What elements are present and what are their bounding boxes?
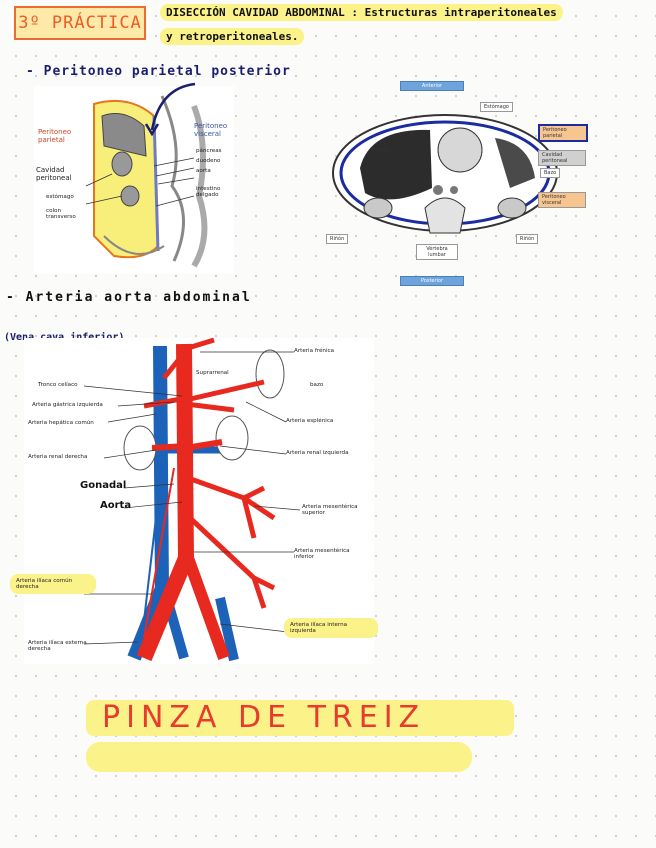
empty-highlight-bar xyxy=(86,742,472,772)
dissection-title-line1: DISECCIÓN CAVIDAD ABDOMINAL : Estructura… xyxy=(160,4,563,21)
section1-heading: - Peritoneo parietal posterior xyxy=(26,64,291,79)
label-higado: Hígado xyxy=(368,146,392,154)
label-vertebra-lumbar: Vértebra lumbar xyxy=(416,244,458,260)
label-peritoneo-visceral-section: Peritoneo visceral xyxy=(538,192,586,208)
sagittal-peritoneum-figure: Peritoneo parietal Cavidad peritoneal es… xyxy=(34,86,234,274)
label-arteria-iliaca-externa-derecha: Arteria ilíaca externa derecha xyxy=(28,640,108,652)
pinza-de-treiz-title: PINZA DE TREIZ xyxy=(102,700,425,735)
label-arteria-iliaca-comun-derecha: Arteria ilíaca común derecha xyxy=(10,574,96,594)
practice-title-box: 3º PRÁCTICA xyxy=(14,6,146,40)
label-posterior: Posterior xyxy=(400,276,464,286)
label-cavidad-peritoneal: Cavidad peritoneal xyxy=(36,166,88,182)
label-peritoneo-visceral: Peritoneo visceral xyxy=(194,122,234,138)
label-bazo-section: Bazo xyxy=(540,168,560,178)
curved-arrow-icon xyxy=(140,80,200,140)
label-rinon-izquierdo: Riñón xyxy=(326,234,348,244)
label-estomago: estómago xyxy=(46,194,74,200)
label-aorta: Aorta xyxy=(100,500,131,511)
label-peritoneo-parietal-section: Peritoneo parietal xyxy=(538,124,588,142)
section2-heading: - Arteria aorta abdominal xyxy=(6,290,252,305)
label-arteria-mesenterica-superior: Arteria mesentérica superior xyxy=(302,504,374,516)
label-pancreas: páncreas xyxy=(196,148,222,154)
label-arteria-renal-izquierda: Arteria renal izquierda xyxy=(286,450,349,456)
label-arteria-esplenica: Arteria esplénica xyxy=(286,418,333,424)
label-bazo: bazo xyxy=(310,382,323,388)
label-peritoneo-parietal: Peritoneo parietal xyxy=(38,128,88,144)
label-arteria-frenica: Arteria frénica xyxy=(294,348,334,354)
dissection-title-line2: y retroperitoneales. xyxy=(160,28,304,45)
label-arteria-iliaca-interna-izquierda: Arteria ilíaca interna izquierda xyxy=(284,618,378,638)
label-rinon-derecho: Riñón xyxy=(516,234,538,244)
label-colon-transverso: colon transverso xyxy=(46,208,86,220)
label-tronco-celiaco: Tronco celíaco xyxy=(38,382,78,388)
label-arteria-renal-derecha: Arteria renal derecha xyxy=(28,454,87,460)
label-intestino-delgado: intestino delgado xyxy=(196,186,232,198)
label-arteria-gastrica-izquierda: Arteria gástrica izquierda xyxy=(32,402,103,408)
label-suprarrenal: Suprarrenal xyxy=(196,370,229,376)
label-aorta-sagittal: aorta xyxy=(196,168,211,174)
label-arteria-mesenterica-inferior: Arteria mesentérica inferior xyxy=(294,548,366,560)
label-duodeno: duodeno xyxy=(196,158,220,164)
label-arteria-hepatica-comun: Arteria hepática común xyxy=(28,420,94,426)
label-gonadal: Gonadal xyxy=(80,480,126,491)
cross-section-figure: Anterior Estómago Hígado Peritoneo parie… xyxy=(320,78,590,288)
practice-label: 3º PRÁCTICA xyxy=(18,13,142,33)
aorta-figure: Arteria frénica Suprarrenal Tronco celía… xyxy=(24,338,374,664)
label-estomago-section: Estómago xyxy=(480,102,513,112)
label-anterior: Anterior xyxy=(400,81,464,91)
label-cavidad-peritoneal-section: Cavidad peritoneal xyxy=(538,150,586,166)
